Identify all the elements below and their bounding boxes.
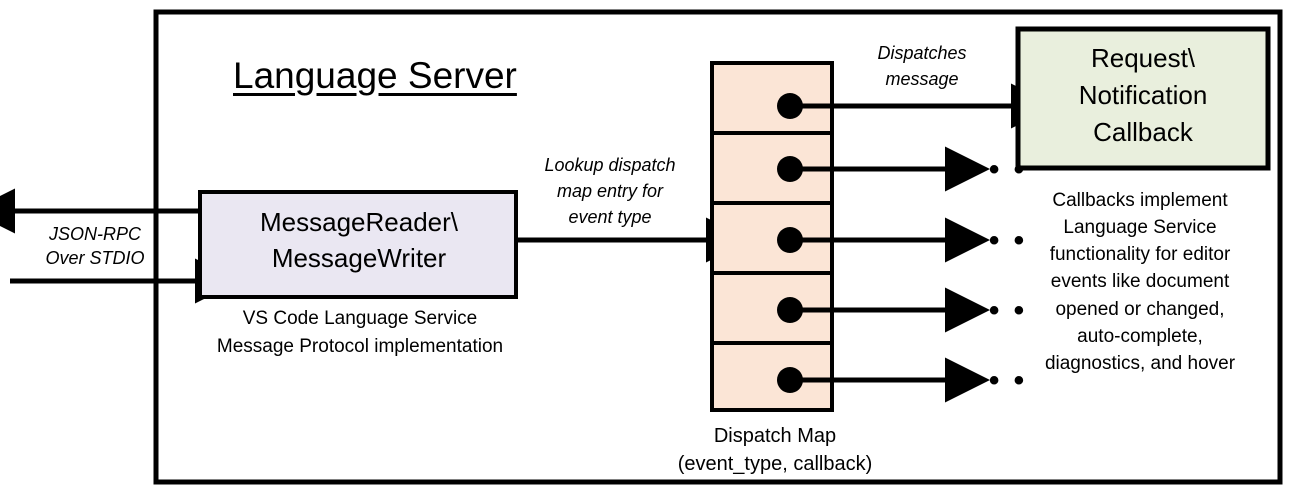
callback-dot — [777, 93, 803, 119]
dispatch-row-2-link — [777, 146, 990, 192]
dispatch-row-3-link — [777, 217, 990, 263]
dispatch-row-1-link — [777, 83, 1056, 129]
message-reader-writer-caption: VS Code Language Service Message Protoco… — [216, 308, 504, 357]
callback-dot — [777, 367, 803, 393]
ellipsis-row-4: • • • — [964, 294, 1028, 327]
dispatch-map-row-5 — [710, 341, 834, 412]
request-notification-callback-box — [1015, 26, 1271, 171]
message-reader-writer-box — [198, 190, 518, 299]
dispatch-map-table — [710, 61, 834, 412]
lookup-dispatch-label: Lookup dispatch map entry for event type — [544, 155, 676, 228]
dispatch-row-4-link — [777, 287, 990, 333]
callback-dot — [777, 297, 803, 323]
json-rpc-transport-label: JSON-RPC Over STDIO — [45, 224, 145, 269]
callback-dot — [777, 156, 803, 182]
ellipsis-row-5: • • • — [964, 364, 1028, 397]
dispatches-message-label: Dispatches message — [877, 43, 967, 90]
page-title: Language Server — [233, 55, 517, 96]
dispatch-map-caption: Dispatch Map (event_type, callback) — [677, 425, 873, 475]
callback-description-caption: Callbacks implement Language Service fun… — [1044, 190, 1236, 374]
message-reader-writer-label: MessageReader\ MessageWriter — [260, 207, 458, 273]
ellipsis-row-2: • • • — [964, 153, 1028, 186]
dispatch-map-row-1 — [710, 61, 834, 135]
language-server-container — [153, 9, 1283, 485]
ellipsis-row-3: • • • — [964, 224, 1028, 257]
dispatch-row-5-link — [777, 357, 990, 403]
callback-dot — [777, 227, 803, 253]
request-notification-callback-label: Request\ Notification Callback — [1078, 43, 1208, 147]
